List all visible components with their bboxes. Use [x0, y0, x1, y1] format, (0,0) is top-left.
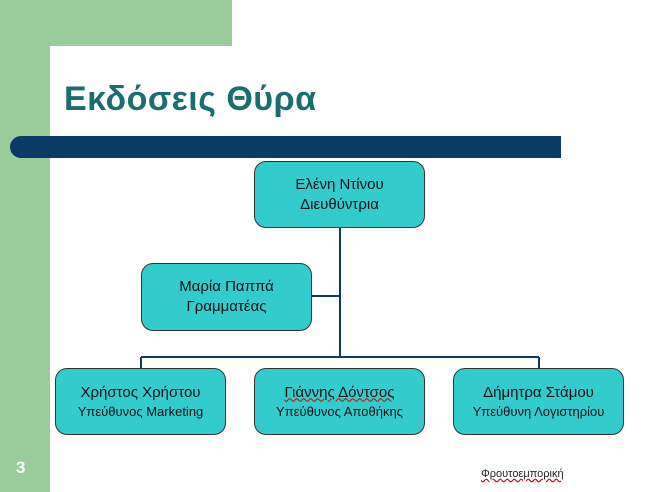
- org-node-warehouse: Γιάννης Δόντσος Υπεύθυνος Αποθήκης: [254, 368, 425, 435]
- top-green-band: [0, 0, 232, 46]
- left-green-band: [0, 0, 50, 492]
- slide-title: Εκδόσεις Θύρα: [64, 80, 317, 118]
- warehouse-role: Υπεύθυνος Αποθήκης: [276, 403, 403, 419]
- accounting-role: Υπεύθυνη Λογιστηρίου: [472, 403, 605, 419]
- marketing-role: Υπεύθυνος Marketing: [77, 403, 204, 419]
- head-name: Ελένη Ντίνου: [295, 175, 384, 193]
- assistant-name: Μαρία Παππά: [179, 278, 274, 295]
- org-node-marketing: Χρήστος Χρήστου Υπεύθυνος Marketing: [55, 368, 226, 435]
- marketing-name: Χρήστος Χρήστου: [80, 383, 201, 401]
- org-node-head: Ελένη Ντίνου Διευθύντρια: [254, 161, 425, 228]
- org-node-accounting: Δήμητρα Στάμου Υπεύθυνη Λογιστηρίου: [453, 368, 624, 435]
- warehouse-name: Γιάννης Δόντσος: [284, 383, 395, 401]
- org-node-assistant: Μαρία Παππά Γραμματέας: [141, 263, 312, 331]
- head-role: Διευθύντρια: [300, 195, 379, 213]
- slide-number: 3: [16, 458, 26, 477]
- assistant-role: Γραμματέας: [186, 298, 267, 315]
- title-underline-bar: [10, 136, 561, 158]
- accounting-name: Δήμητρα Στάμου: [483, 383, 594, 401]
- slide-footer: Φρουτοεμπορική: [481, 468, 564, 480]
